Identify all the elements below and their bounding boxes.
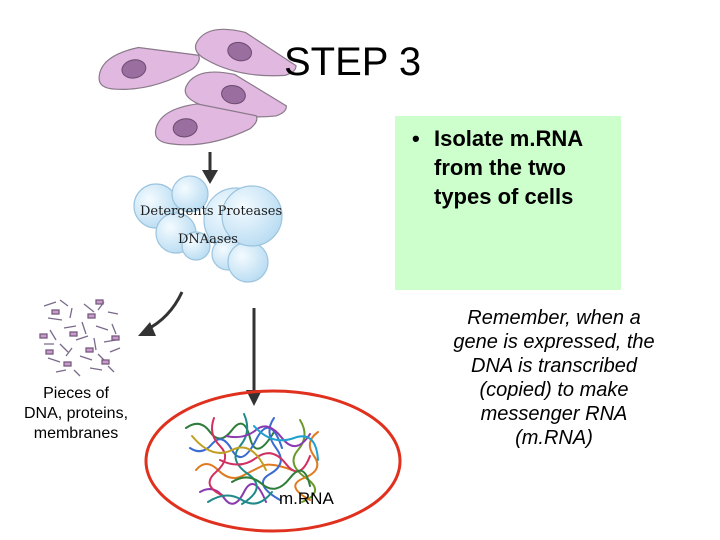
- pieces-line: Pieces of: [43, 385, 109, 402]
- note-line: (m.RNA): [515, 427, 593, 449]
- pieces-line: membranes: [33, 425, 119, 442]
- slide-title: STEP 3: [284, 40, 422, 84]
- cell-icon: [154, 103, 258, 146]
- note-line: messenger RNA: [480, 403, 628, 425]
- bullet-item: • Isolate m.RNA from the two types of ce…: [408, 124, 618, 211]
- mrna-highlight-ellipse: [144, 389, 402, 533]
- note-line: Remember, when a: [467, 307, 641, 329]
- highlight-box: [395, 116, 621, 290]
- debris-icon: [39, 299, 121, 377]
- remember-note: Remember, when a gene is expressed, the …: [418, 306, 690, 450]
- arrow-icon: [138, 291, 184, 336]
- bullet-line: types of cells: [434, 184, 574, 209]
- note-line: (copied) to make: [479, 379, 629, 401]
- arrow-icon: [246, 308, 262, 406]
- bullet-marker: •: [412, 126, 420, 151]
- cell-icon: [184, 71, 287, 118]
- cells-group: [98, 28, 297, 146]
- bullet-list: • Isolate m.RNA from the two types of ce…: [408, 124, 618, 211]
- dnases-label: DNAases: [178, 232, 238, 247]
- mrna-label: m.RNA: [279, 489, 334, 508]
- pieces-line: DNA, proteins,: [23, 405, 129, 422]
- bullet-line: from the two: [434, 155, 566, 180]
- note-line: DNA is transcribed: [471, 355, 637, 377]
- note-line: gene is expressed, the: [453, 331, 655, 353]
- cell-icon: [194, 28, 297, 77]
- detergents-proteases-label: Detergents Proteases: [140, 204, 283, 219]
- pieces-label: Pieces of DNA, proteins, membranes: [10, 384, 142, 444]
- bullet-line: Isolate m.RNA: [434, 126, 584, 151]
- cell-icon: [98, 46, 200, 90]
- arrow-icon: [202, 152, 218, 184]
- mrna-tangle-icon: [185, 413, 319, 505]
- micelle-cluster-icon: [133, 175, 283, 283]
